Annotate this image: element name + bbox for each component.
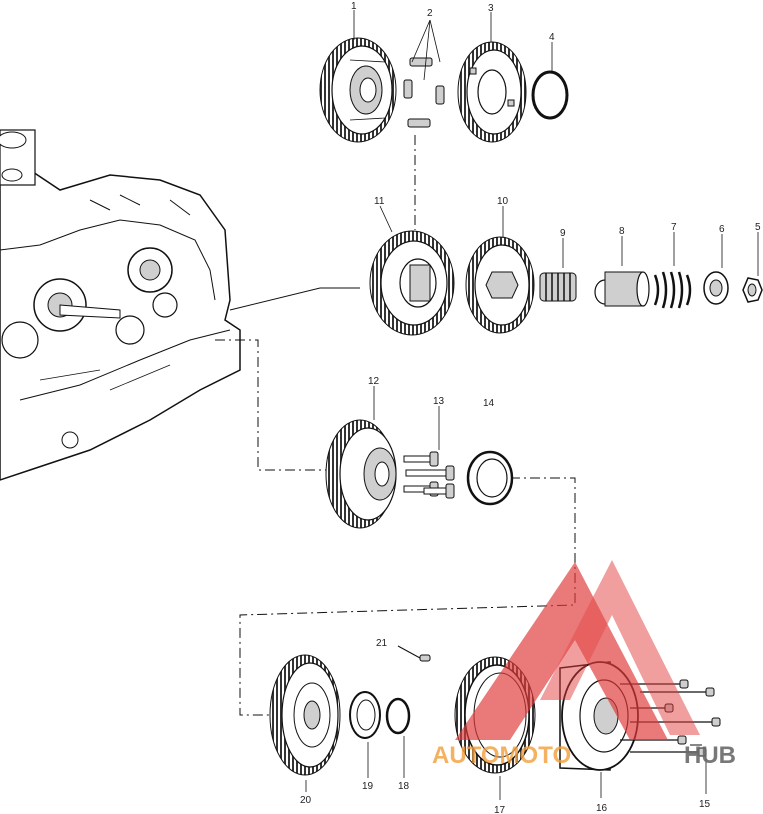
part-13-bolts (403, 451, 455, 499)
part-11-gear (369, 230, 455, 336)
callout-14: 14 (483, 398, 495, 409)
callout-3: 3 (488, 3, 494, 14)
callout-19: 19 (362, 781, 374, 792)
callout-13: 13 (433, 396, 445, 407)
callout-leaders (305, 10, 759, 800)
callout-12: 12 (368, 376, 380, 387)
callout-16: 16 (596, 803, 608, 814)
part-4-snap-ring (531, 70, 569, 120)
callout-6: 6 (719, 224, 725, 235)
part-8-bushing (594, 271, 650, 307)
callout-17: 17 (494, 805, 506, 814)
callout-11: 11 (374, 196, 385, 207)
callout-2: 2 (427, 8, 433, 19)
part-5-nut (742, 277, 763, 303)
callout-20: 20 (300, 795, 312, 806)
callout-1: 1 (351, 1, 357, 12)
callout-18: 18 (398, 781, 410, 792)
part-18-ring (385, 697, 411, 735)
callout-7: 7 (671, 222, 677, 233)
part-19-washer (349, 691, 381, 739)
part-9-sleeve (539, 272, 577, 302)
part-10-gear (465, 236, 535, 334)
callout-4: 4 (549, 32, 555, 43)
part-3-gear (457, 41, 527, 143)
part-21-pin (419, 654, 431, 662)
watermark-logo: AUTOMOTO HUB (432, 560, 736, 769)
part-1-gear-hub (319, 37, 397, 143)
callout-15: 15 (699, 799, 711, 810)
callout-10: 10 (497, 196, 509, 207)
callout-21: 21 (376, 638, 388, 649)
part-7-spring (653, 271, 692, 309)
part-6-washer (703, 271, 729, 305)
watermark-text-hub: HUB (684, 742, 736, 769)
callout-8: 8 (619, 226, 625, 237)
callout-5: 5 (755, 222, 761, 233)
engine-crankcase (0, 129, 241, 481)
part-2-pins (403, 57, 445, 128)
callout-labels: 1 2 3 4 5 6 7 8 9 10 11 12 13 14 15 16 1… (300, 1, 761, 814)
part-20-drive-gear (269, 654, 341, 776)
center-lines (215, 135, 702, 746)
callout-9: 9 (560, 228, 566, 239)
watermark-text-main: AUTOMOTO (432, 742, 571, 769)
part-12-gear (325, 419, 397, 529)
part-14-bearing (466, 450, 514, 506)
